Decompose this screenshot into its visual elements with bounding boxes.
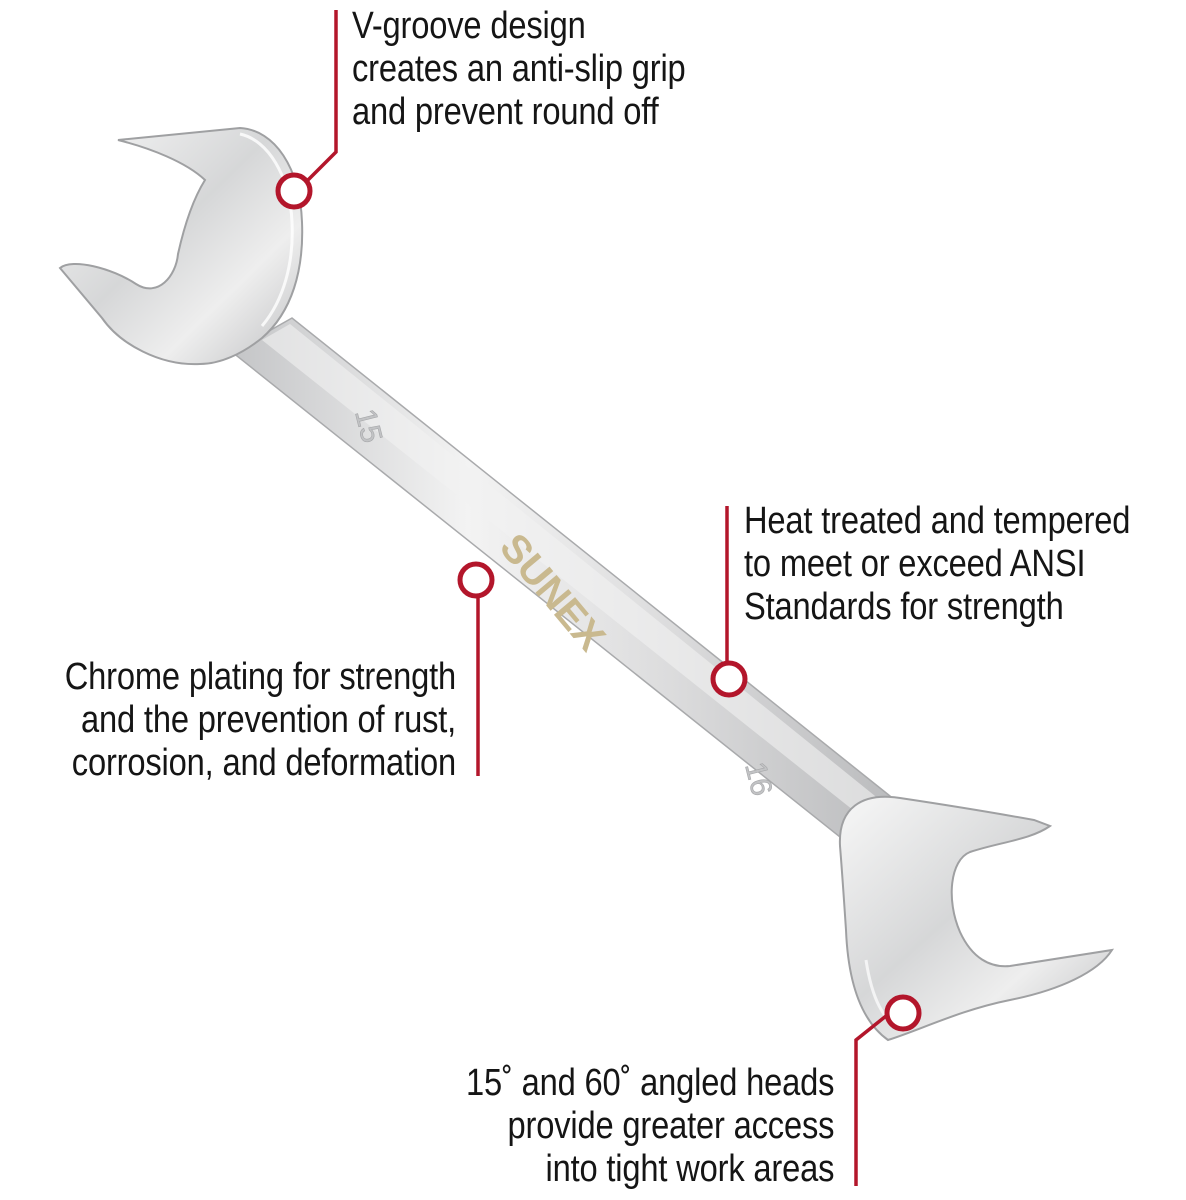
leader-vgroove — [275, 10, 338, 210]
callout-chrome-line-2: and the prevention of rust, — [80, 699, 457, 741]
wrench-head-upper — [58, 126, 304, 366]
wrench-head-lower — [838, 795, 1115, 1042]
callout-chrome: Chrome plating for strength and the prev… — [64, 656, 457, 785]
wrench-size-lower: 16 — [738, 759, 778, 799]
callout-vgroove-line-1: V-groove design — [352, 5, 586, 47]
leader-chrome — [457, 561, 495, 776]
callout-heat: Heat treated and tempered to meet or exc… — [744, 500, 1130, 629]
callout-vgroove-line-2: creates an anti-slip grip — [352, 48, 686, 90]
callout-heat-line-2: to meet or exceed ANSI — [744, 543, 1086, 585]
callout-angled-line-2: provide greater access — [507, 1105, 834, 1147]
leader-angled — [854, 994, 922, 1186]
callout-vgroove-line-3: and prevent round off — [352, 91, 659, 133]
callout-angled-line-3: into tight work areas — [545, 1148, 834, 1190]
callout-chrome-line-3: corrosion, and deformation — [71, 742, 457, 784]
callout-chrome-line-1: Chrome plating for strength — [64, 656, 457, 698]
wrench-size-upper: 15 — [348, 406, 388, 446]
callout-angled: 15˚ and 60˚ angled heads provide greater… — [465, 1062, 835, 1191]
callout-vgroove: V-groove design creates an anti-slip gri… — [352, 5, 686, 134]
callout-heat-line-1: Heat treated and tempered — [744, 500, 1131, 542]
leader-heat — [710, 506, 748, 698]
callout-heat-line-3: Standards for strength — [744, 586, 1064, 628]
callout-angled-line-1: 15˚ and 60˚ angled heads — [465, 1062, 835, 1104]
